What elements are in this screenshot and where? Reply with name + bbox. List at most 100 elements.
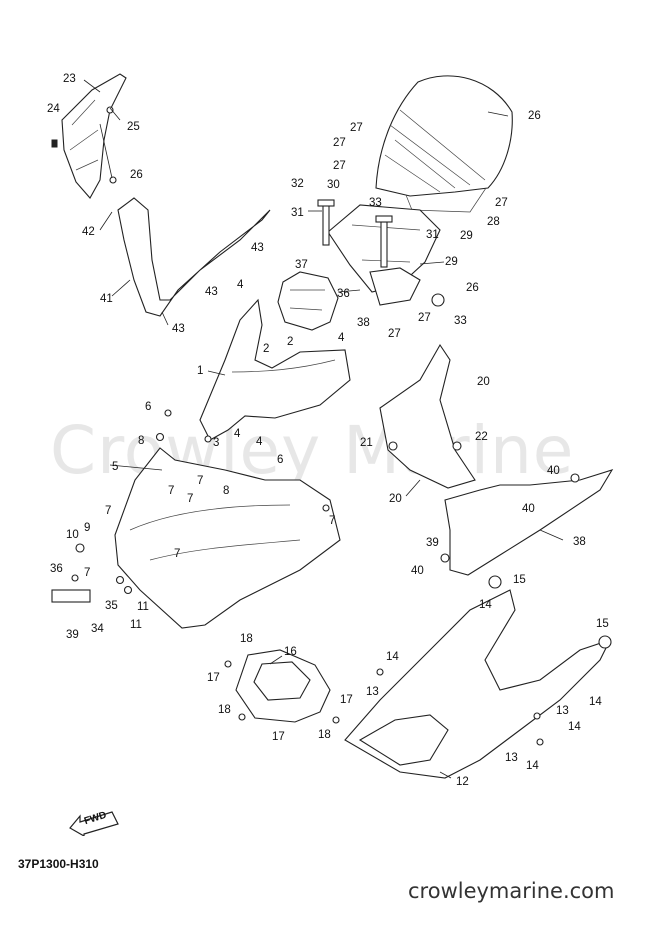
callout-43: 43 <box>172 323 185 335</box>
callout-2: 2 <box>287 336 293 348</box>
callout-23: 25 <box>127 121 140 133</box>
callout-18: 18 <box>240 633 253 645</box>
callout-19: 20 <box>389 493 402 505</box>
callout-42: 42 <box>82 226 95 238</box>
callout-14: 14 <box>479 599 492 611</box>
callout-40: 40 <box>522 503 535 515</box>
callout-15: 15 <box>596 618 609 630</box>
callout-17: 17 <box>272 731 285 743</box>
callout-30: 29 <box>445 256 458 268</box>
callout-20: 21 <box>360 437 373 449</box>
callout-10: 10 <box>66 529 79 541</box>
callout-24: 26 <box>130 169 143 181</box>
callout-6: 6 <box>145 401 151 413</box>
callout-13: 13 <box>556 705 569 717</box>
callout-39: 39 <box>426 537 439 549</box>
windshield-part <box>375 75 513 213</box>
callout-26: 27 <box>418 312 431 324</box>
callout-11: 11 <box>130 619 142 631</box>
callout-36: 35 <box>105 600 118 612</box>
callout-21: 22 <box>475 431 488 443</box>
callout-18: 18 <box>218 704 231 716</box>
callout-35: 34 <box>91 623 104 635</box>
callout-37: 39 <box>66 629 79 641</box>
forward-arrow-icon <box>69 811 119 836</box>
diagram-code: 37P1300-H310 <box>18 857 99 871</box>
callout-31: 30 <box>327 179 340 191</box>
leader-lines <box>83 79 564 779</box>
callout-27: 27 <box>350 122 363 134</box>
callout-18: 18 <box>318 729 331 741</box>
callout-33: 32 <box>291 178 304 190</box>
stay-part <box>277 271 339 331</box>
callout-7: 7 <box>174 548 180 560</box>
front-panel-part <box>199 298 351 441</box>
callout-7: 7 <box>168 485 174 497</box>
callout-14: 14 <box>589 696 602 708</box>
callout-17: 17 <box>340 694 353 706</box>
callout-11: 11 <box>137 601 149 613</box>
watermark: Crowley Marine <box>50 412 575 489</box>
callout-40: 40 <box>411 565 424 577</box>
bolts-part <box>317 199 393 268</box>
callout-34: 33 <box>454 315 467 327</box>
callout-23: 24 <box>47 103 60 115</box>
callout-32: 31 <box>291 207 304 219</box>
side-cover-41-part <box>117 197 271 317</box>
callout-7: 7 <box>187 493 193 505</box>
side-panel-left-part <box>61 73 127 199</box>
side-cover-right-part <box>379 343 614 576</box>
callout-13: 13 <box>366 686 379 698</box>
callout-7: 7 <box>84 567 90 579</box>
callout-31: 31 <box>426 229 439 241</box>
callout-12: 12 <box>456 776 469 788</box>
callout-43: 43 <box>251 242 264 254</box>
callout-26: 27 <box>388 328 401 340</box>
website-label: crowleymarine.com <box>408 879 615 903</box>
callout-14: 14 <box>568 721 581 733</box>
callout-40: 40 <box>547 465 560 477</box>
callout-17: 17 <box>207 672 220 684</box>
callout-29: 38 <box>357 317 370 329</box>
callout-26: 26 <box>466 282 479 294</box>
callout-36: 36 <box>50 563 63 575</box>
callout-7: 7 <box>197 475 203 487</box>
callout-33: 33 <box>369 197 382 209</box>
callout-41: 41 <box>100 293 113 305</box>
callout-13: 13 <box>505 752 518 764</box>
callout-27: 27 <box>495 197 508 209</box>
callout-16: 16 <box>284 646 297 658</box>
callout-29: 37 <box>295 259 308 271</box>
callout-15: 15 <box>513 574 526 586</box>
callout-4: 4 <box>338 332 345 344</box>
footrest-board-part <box>344 589 612 779</box>
callout-14: 14 <box>386 651 399 663</box>
callout-28: 36 <box>337 288 350 300</box>
callout-3: 3 <box>213 437 219 449</box>
callout-25: 26 <box>528 110 541 122</box>
callout-43: 43 <box>205 286 218 298</box>
callout-27: 27 <box>333 160 346 172</box>
box-part <box>235 649 331 723</box>
callout-20: 20 <box>477 376 490 388</box>
callout-7: 7 <box>105 505 111 517</box>
callout-27: 29 <box>460 230 473 242</box>
leg-shield-part <box>114 447 341 629</box>
callout-22: 23 <box>63 73 76 85</box>
callout-4: 4 <box>237 279 244 291</box>
callout-9: 9 <box>84 522 90 534</box>
callout-6: 6 <box>277 454 283 466</box>
callout-2: 2 <box>263 343 269 355</box>
callout-labels: 23 24 25 26 42 41 43 43 43 26 27 27 27 2… <box>47 73 609 788</box>
callout-27: 27 <box>333 137 346 149</box>
callout-8: 8 <box>138 435 144 447</box>
callout-38: 38 <box>573 536 586 548</box>
callout-14: 14 <box>526 760 539 772</box>
callout-7: 7 <box>329 515 335 527</box>
callout-1: 1 <box>197 365 203 377</box>
callout-5: 5 <box>112 461 118 473</box>
callout-8: 8 <box>223 485 229 497</box>
fasteners <box>51 106 612 746</box>
callout-27: 28 <box>487 216 500 228</box>
